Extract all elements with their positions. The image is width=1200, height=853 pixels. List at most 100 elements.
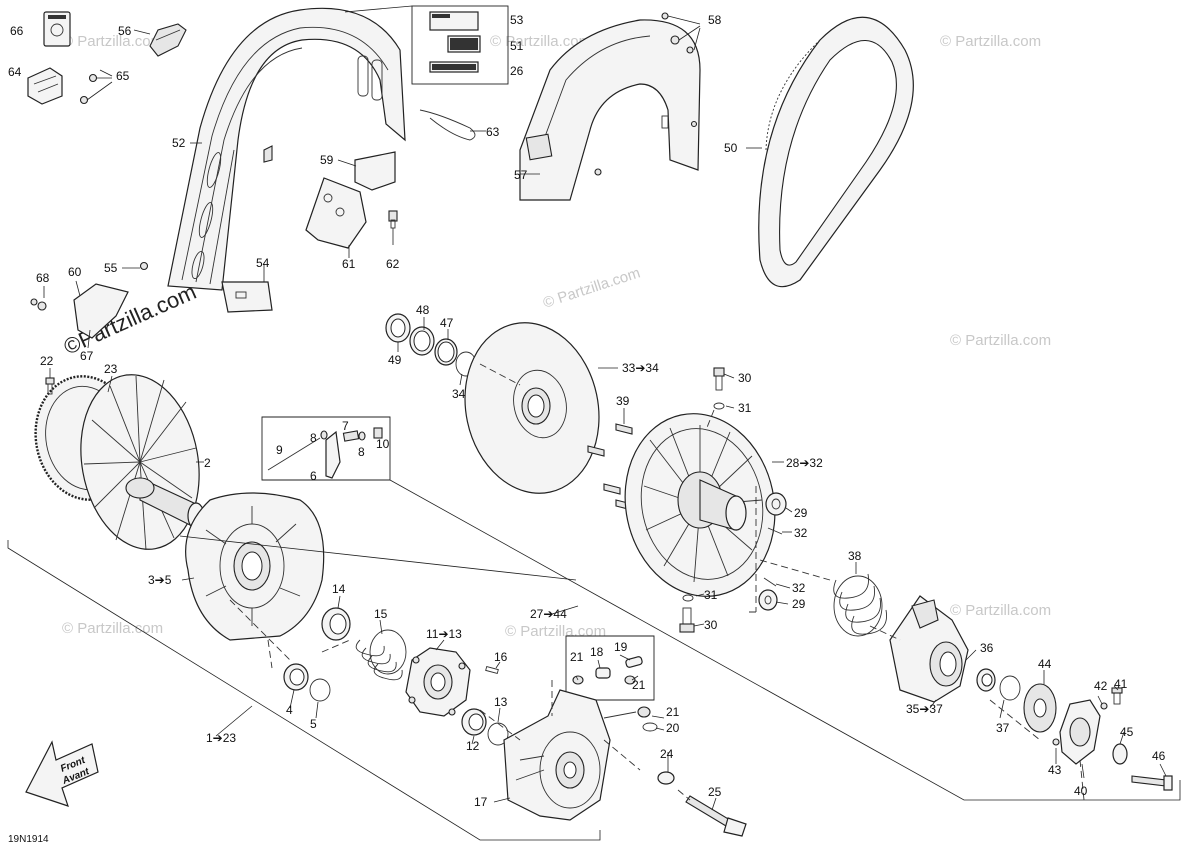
screw-41: [1111, 687, 1123, 705]
callout-47: 47: [440, 316, 454, 330]
callout-labels: 66 56 53 51 26 58 64 65 52 63 50 59 57 6…: [8, 13, 1166, 809]
screws-65: [79, 73, 113, 105]
callout-54: 54: [256, 256, 270, 270]
screws-39: [587, 423, 633, 511]
snap-ring-5: [309, 678, 331, 702]
pin-32-top: [767, 527, 783, 535]
bracket-61: [305, 177, 367, 249]
callout-52: 52: [172, 136, 186, 150]
callout-45: 45: [1120, 725, 1134, 739]
callout-17: 17: [474, 795, 488, 809]
callout-13: 13: [494, 695, 508, 709]
washer-48: [409, 326, 435, 356]
callout-2: 2: [204, 456, 211, 470]
sheave-33: [464, 322, 600, 494]
bearing-14: [321, 607, 351, 641]
snap-ring-37: [999, 675, 1021, 701]
watermark: © Partzilla.com: [490, 33, 591, 50]
screw-30: [713, 367, 725, 391]
washer-49: [385, 313, 411, 343]
watermark: © Partzilla.com: [62, 33, 163, 50]
callout-32b: 32: [792, 581, 806, 595]
callout-57: 57: [514, 168, 528, 182]
screw-30-bottom: [679, 607, 695, 633]
bracket-59: [354, 151, 396, 191]
callout-68: 68: [36, 271, 50, 285]
callout-9: 9: [276, 443, 283, 457]
callout-66: 66: [10, 24, 24, 38]
sub-kit-bracket: [748, 486, 757, 613]
label-sticker-66: [43, 11, 71, 47]
drawing-code: 19N1914: [8, 834, 49, 845]
callout-37: 37: [996, 721, 1010, 735]
driven-sheave-28: [624, 413, 776, 597]
callout-32a: 32: [794, 526, 808, 540]
callout-29a: 29: [794, 506, 808, 520]
callout-6: 6: [310, 469, 317, 483]
callout-62: 62: [386, 257, 400, 271]
watermark: © Partzilla.com: [950, 332, 1051, 349]
spring-38: [833, 573, 888, 637]
callout-59: 59: [320, 153, 334, 167]
washer-45: [1112, 743, 1128, 765]
callout-64: 64: [8, 65, 22, 79]
callout-4: 4: [286, 703, 293, 717]
drive-belt-50: [758, 16, 914, 288]
bolt-46: [1131, 775, 1173, 791]
callout-49: 49: [388, 353, 402, 367]
watermark: © Partzilla.com: [940, 33, 1041, 50]
nut-43: [1052, 738, 1060, 746]
callout-43: 43: [1048, 763, 1062, 777]
callout-27-44: 27➔44: [530, 607, 567, 621]
watermark: © Partzilla.com: [62, 620, 163, 637]
callout-14: 14: [332, 582, 346, 596]
callout-36: 36: [980, 641, 994, 655]
callout-38: 38: [848, 549, 862, 563]
watermark: © Partzilla.com: [505, 623, 606, 640]
roller-29-top: [765, 492, 787, 516]
callout-67: 67: [80, 349, 94, 363]
callout-44: 44: [1038, 657, 1052, 671]
callout-58: 58: [708, 13, 722, 27]
callout-30b: 30: [704, 618, 718, 632]
callout-41: 41: [1114, 677, 1128, 691]
callout-12: 12: [466, 739, 480, 753]
bushing-12: [461, 708, 487, 736]
callout-46: 46: [1152, 749, 1166, 763]
callout-60: 60: [68, 265, 82, 279]
arm-assembly-17: [503, 689, 611, 821]
front-direction-arrow: Front Avant: [25, 740, 99, 807]
callout-35-37: 35➔37: [906, 702, 943, 716]
bolt-62: [388, 210, 398, 229]
screw-16: [485, 665, 499, 675]
callout-21c: 21: [666, 705, 680, 719]
cam-35: [889, 595, 969, 703]
callout-10: 10: [376, 437, 390, 451]
kit-box-6-10: [261, 416, 391, 481]
callout-22: 22: [40, 354, 54, 368]
callout-15: 15: [374, 607, 388, 621]
callout-39: 39: [616, 394, 630, 408]
callout-30: 30: [738, 371, 752, 385]
callout-33-34: 33➔34: [622, 361, 659, 375]
callout-8b: 8: [358, 445, 365, 459]
leader-lines: [43, 29, 1167, 811]
callout-56: 56: [118, 24, 132, 38]
cover-57: [519, 19, 701, 201]
washer-44: [1023, 683, 1057, 733]
pin-32-bottom: [763, 577, 777, 587]
kit-box-18-21: [565, 635, 655, 701]
callout-31: 31: [738, 401, 752, 415]
callout-31b: 31: [704, 588, 718, 602]
bracket-60: [73, 283, 129, 339]
bracket-56: [149, 23, 187, 57]
fasteners-58: [594, 12, 701, 176]
callout-61: 61: [342, 257, 356, 271]
callout-1-23: 1➔23: [206, 731, 236, 745]
callout-53: 53: [510, 13, 524, 27]
callout-26: 26: [510, 64, 524, 78]
bushing-4: [283, 663, 309, 691]
watermark: © Partzilla.com: [541, 264, 642, 311]
callout-34: 34: [452, 387, 466, 401]
